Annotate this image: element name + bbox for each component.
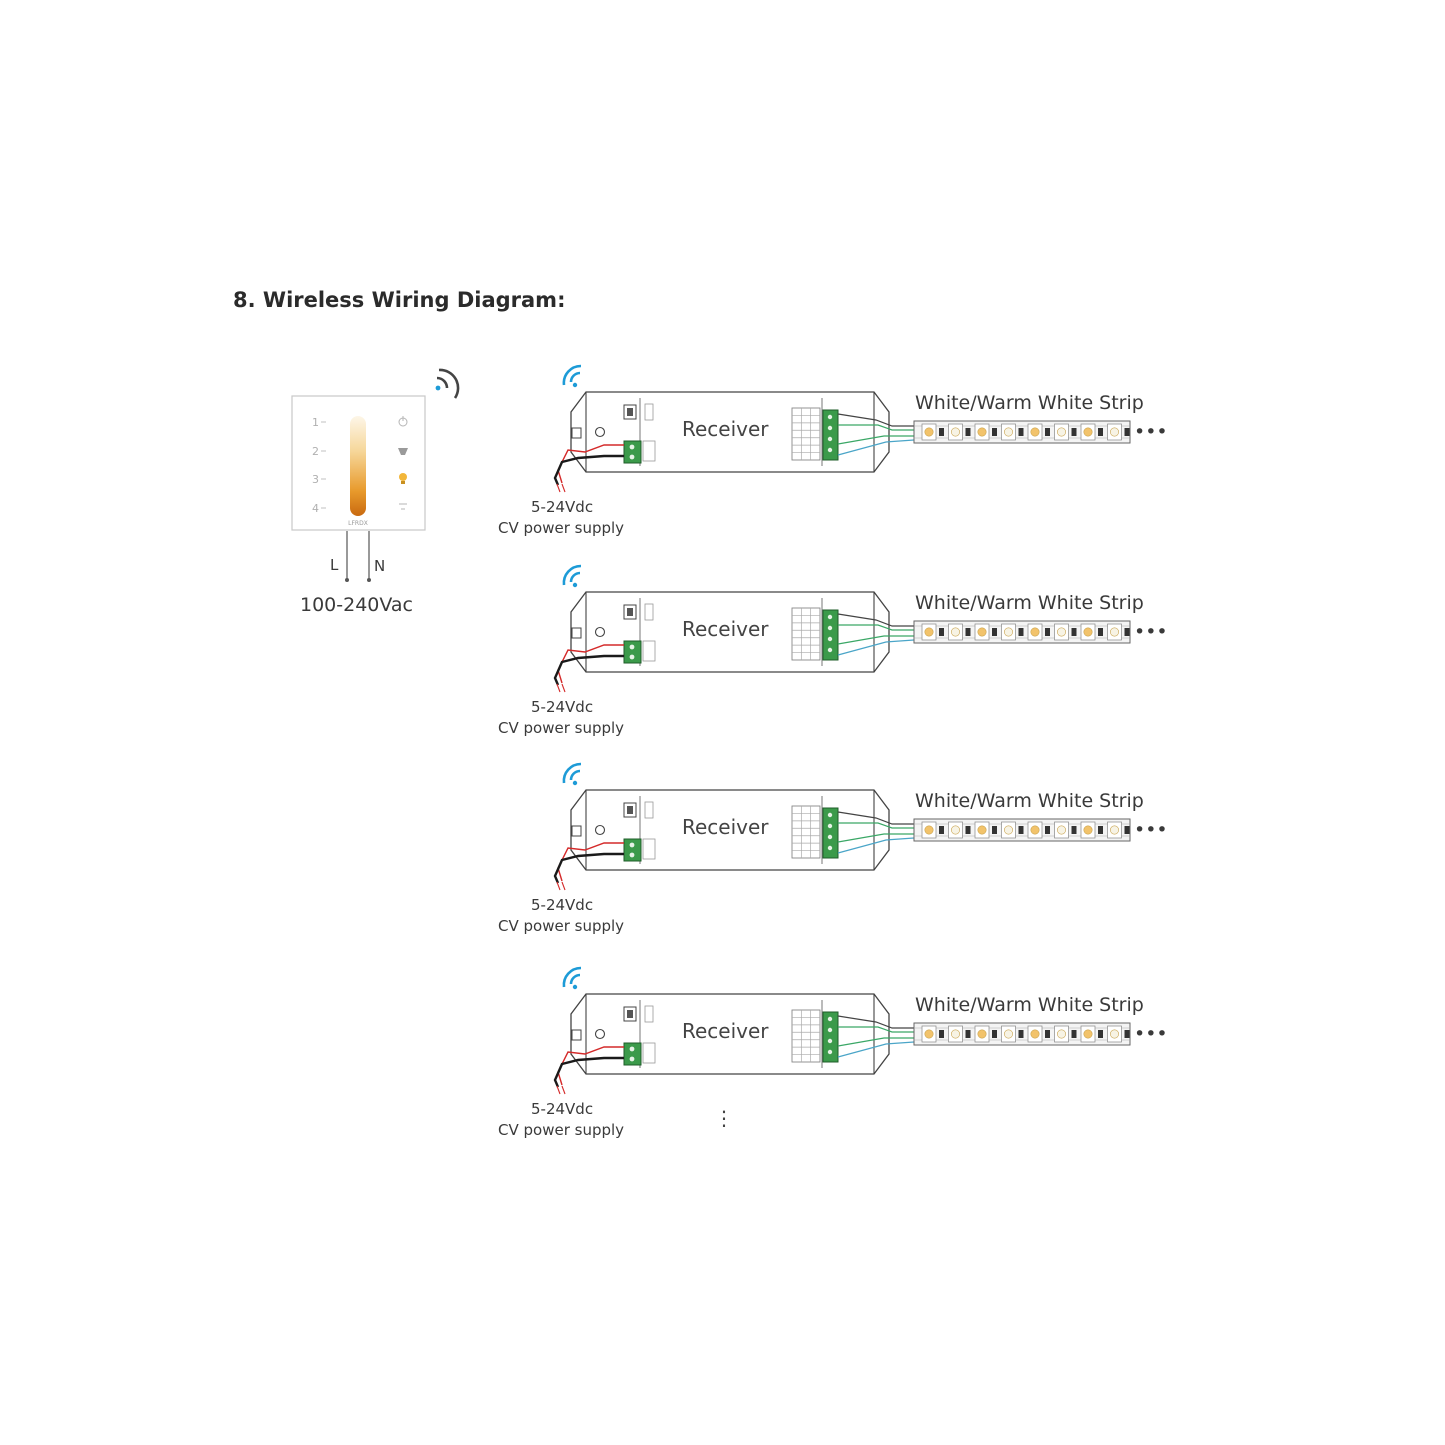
dc-supply-type: CV power supply xyxy=(498,519,624,537)
zone-button-2: 2 xyxy=(312,445,319,458)
receiver-unit-4: Receiver ••• White/Warm White Strip 5-24Vdc… xyxy=(498,966,1168,1139)
receiver-label: Receiver xyxy=(682,815,769,839)
output-terminal xyxy=(822,609,839,661)
match-button xyxy=(594,626,606,638)
receiver-rows: Receiver ••• White/Warm White Strip 5-24Vdc… xyxy=(498,364,1168,1139)
receiver-unit-2: Receiver ••• White/Warm White Strip 5-24Vdc… xyxy=(498,564,1168,737)
zone-button-1: 1 xyxy=(312,416,319,429)
dc-supply-type: CV power supply xyxy=(498,1121,624,1139)
zone-button-column: 1 2 3 4 xyxy=(312,416,326,515)
receiver-unit-3: Receiver ••• White/Warm White Strip 5-24Vdc… xyxy=(498,762,1168,935)
diagram-title: 8. Wireless Wiring Diagram: xyxy=(233,288,565,312)
zone-button-3: 3 xyxy=(312,473,319,486)
match-button xyxy=(594,426,606,438)
dc-supply-voltage: 5-24Vdc xyxy=(531,1100,593,1118)
brightness-icon xyxy=(399,503,407,510)
wireless-signal-icon xyxy=(562,762,582,786)
brand-text: LFRDX xyxy=(348,520,368,527)
receiver-unit-1: Receiver ••• White/Warm White Strip 5-24Vdc… xyxy=(498,364,1168,537)
wireless-signal-icon xyxy=(562,966,582,990)
dc-supply-voltage: 5-24Vdc xyxy=(531,896,593,914)
output-terminal xyxy=(822,1011,839,1063)
strip-label: White/Warm White Strip xyxy=(915,392,1144,414)
led-strip xyxy=(913,1022,1131,1046)
output-connector-grid xyxy=(791,805,821,859)
strip-continues-dots: ••• xyxy=(1134,421,1168,443)
wireless-signal-icon xyxy=(562,364,582,388)
power-icon xyxy=(398,416,408,427)
wire-label-l: L xyxy=(330,556,339,574)
bulb-icon xyxy=(399,473,407,484)
zone-button-4: 4 xyxy=(312,502,319,515)
input-terminal xyxy=(623,440,642,464)
strip-label: White/Warm White Strip xyxy=(915,994,1144,1016)
wireless-signal-icon xyxy=(562,564,582,588)
strip-continues-dots: ••• xyxy=(1134,621,1168,643)
dc-supply-voltage: 5-24Vdc xyxy=(531,698,593,716)
mains-supply-label: 100-240Vac xyxy=(300,594,413,616)
ceiling-light-icon xyxy=(398,448,408,455)
match-button xyxy=(594,1028,606,1040)
match-button xyxy=(594,824,606,836)
output-connector-grid xyxy=(791,407,821,461)
input-terminal xyxy=(623,838,642,862)
output-connector-grid xyxy=(791,607,821,661)
led-strip xyxy=(913,818,1131,842)
wire-label-n: N xyxy=(374,557,385,575)
strip-label: White/Warm White Strip xyxy=(915,790,1144,812)
strip-continues-dots: ••• xyxy=(1134,819,1168,841)
led-strip xyxy=(913,620,1131,644)
strip-label: White/Warm White Strip xyxy=(915,592,1144,614)
color-temperature-slider xyxy=(350,416,366,516)
receiver-label: Receiver xyxy=(682,1019,769,1043)
dc-supply-type: CV power supply xyxy=(498,917,624,935)
wireless-signal-icon xyxy=(436,376,449,389)
led-strip xyxy=(913,420,1131,444)
receiver-label: Receiver xyxy=(682,617,769,641)
wall-panel-remote: 1 2 3 4 LFRDX xyxy=(291,368,460,616)
receiver-label: Receiver xyxy=(682,417,769,441)
output-terminal xyxy=(822,409,839,461)
output-terminal xyxy=(822,807,839,859)
dc-supply-type: CV power supply xyxy=(498,719,624,737)
strip-continues-dots: ••• xyxy=(1134,1023,1168,1045)
dc-supply-voltage: 5-24Vdc xyxy=(531,498,593,516)
continuation-dots: ⋮ xyxy=(714,1106,734,1130)
input-terminal xyxy=(623,640,642,664)
input-terminal xyxy=(623,1042,642,1066)
output-connector-grid xyxy=(791,1009,821,1063)
